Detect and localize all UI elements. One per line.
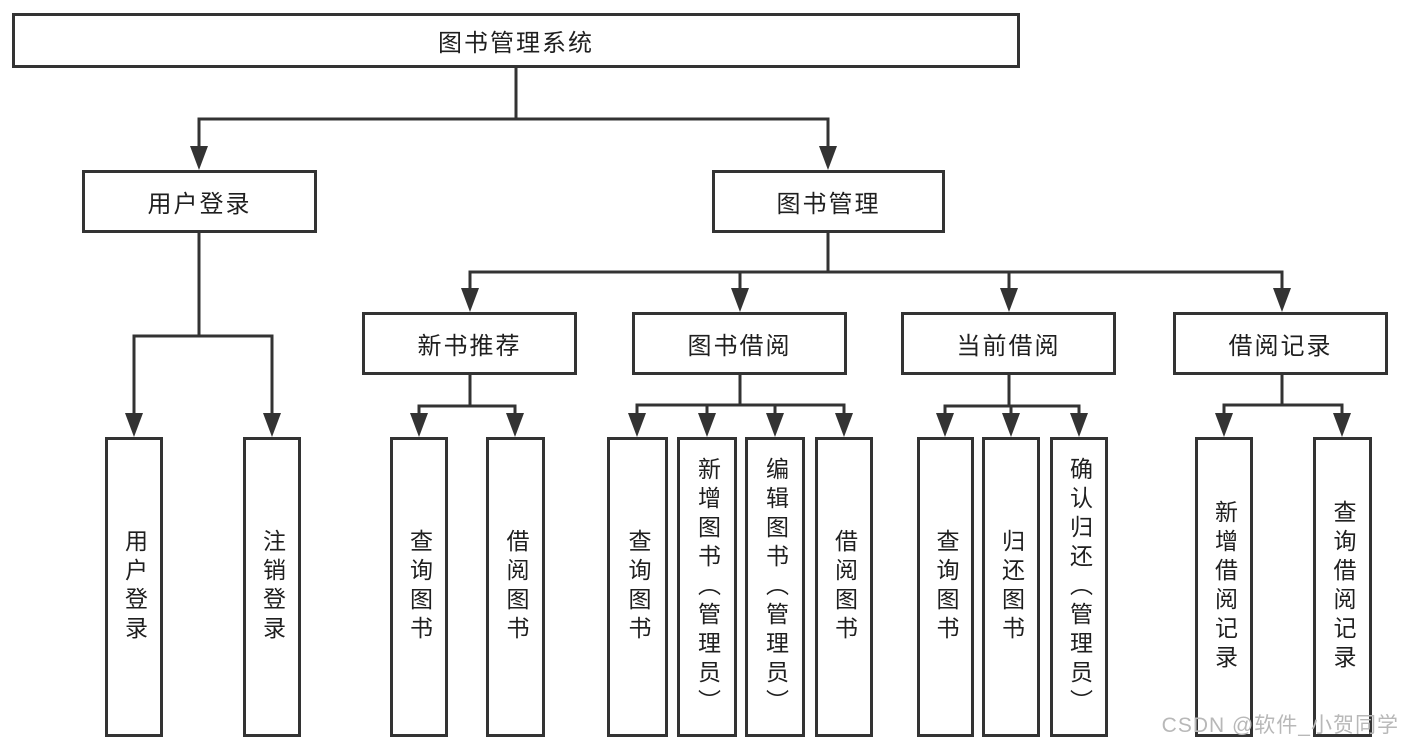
leaf-query-borrow-record: 查询借阅记录 [1313, 437, 1372, 737]
arrowhead-down-icon [1002, 413, 1020, 437]
arrowhead-down-icon [1273, 288, 1291, 312]
node-label: 查询借阅记录 [1330, 500, 1356, 674]
node-label: 新书推荐 [417, 333, 522, 360]
arrowhead-down-icon [936, 413, 954, 437]
node-book-management: 图书管理 [712, 170, 945, 233]
leaf-logout: 注销登录 [243, 437, 301, 737]
leaf-borrow-books-newbook: 借阅图书 [486, 437, 545, 737]
node-label: 借阅记录 [1228, 333, 1333, 360]
arrowhead-down-icon [628, 413, 646, 437]
node-book-borrowing: 图书借阅 [632, 312, 847, 375]
node-label: 当前借阅 [956, 333, 1061, 360]
connector-root [190, 66, 837, 170]
node-borrow-records: 借阅记录 [1173, 312, 1388, 375]
leaf-confirm-return-admin: 确认归还（管理员） [1050, 437, 1108, 737]
node-label: 编辑图书（管理员） [762, 456, 789, 718]
node-label: 查询图书 [933, 529, 959, 645]
arrowhead-down-icon [506, 413, 524, 437]
node-label: 借阅图书 [831, 529, 858, 645]
node-library-management-system: 图书管理系统 [12, 13, 1020, 68]
arrowhead-down-icon [766, 413, 784, 437]
node-label: 用户登录 [147, 191, 252, 218]
leaf-query-books-borrowing: 查询图书 [607, 437, 668, 737]
node-label: 新增图书（管理员） [694, 456, 721, 718]
leaf-query-books-current: 查询图书 [917, 437, 974, 737]
node-label: 新增借阅记录 [1211, 500, 1238, 674]
arrowhead-down-icon [819, 146, 837, 170]
arrowhead-down-icon [461, 288, 479, 312]
connector-book-management [461, 231, 1291, 312]
arrowhead-down-icon [1000, 288, 1018, 312]
connector-user-login [125, 231, 281, 437]
arrowhead-down-icon [835, 413, 853, 437]
node-label: 图书管理系统 [438, 30, 594, 57]
leaf-add-borrow-record: 新增借阅记录 [1195, 437, 1253, 737]
node-label: 查询图书 [406, 529, 433, 645]
node-label: 确认归还（管理员） [1066, 456, 1093, 718]
node-user-login: 用户登录 [82, 170, 317, 233]
leaf-return-books: 归还图书 [982, 437, 1040, 737]
arrowhead-down-icon [125, 413, 143, 437]
node-label: 图书管理 [776, 191, 881, 218]
arrowhead-down-icon [1070, 413, 1088, 437]
arrowhead-down-icon [1215, 413, 1233, 437]
arrowhead-down-icon [1333, 413, 1351, 437]
leaf-query-books-newbook: 查询图书 [390, 437, 448, 737]
arrowhead-down-icon [410, 413, 428, 437]
connector-book-borrow [628, 372, 853, 437]
leaf-edit-books-admin: 编辑图书（管理员） [745, 437, 805, 737]
arrowhead-down-icon [263, 413, 281, 437]
connector-current-borrow [936, 372, 1088, 437]
arrowhead-down-icon [190, 146, 208, 170]
node-new-book-recommendation: 新书推荐 [362, 312, 577, 375]
node-label: 图书借阅 [687, 333, 792, 360]
leaf-borrow-books-borrowing: 借阅图书 [815, 437, 873, 737]
leaf-user-login: 用户登录 [105, 437, 163, 737]
leaf-add-books-admin: 新增图书（管理员） [677, 437, 737, 737]
connector-new-book [410, 372, 524, 437]
connector-borrow-records [1215, 372, 1351, 437]
node-label: 归还图书 [998, 529, 1025, 645]
node-label: 用户登录 [121, 529, 148, 645]
node-label: 借阅图书 [503, 529, 529, 645]
arrowhead-down-icon [731, 288, 749, 312]
csdn-watermark: CSDN @软件_小贺同学 [1161, 714, 1399, 737]
node-label: 查询图书 [625, 529, 651, 645]
node-current-borrow: 当前借阅 [901, 312, 1116, 375]
node-label: 注销登录 [259, 529, 286, 645]
arrowhead-down-icon [698, 413, 716, 437]
